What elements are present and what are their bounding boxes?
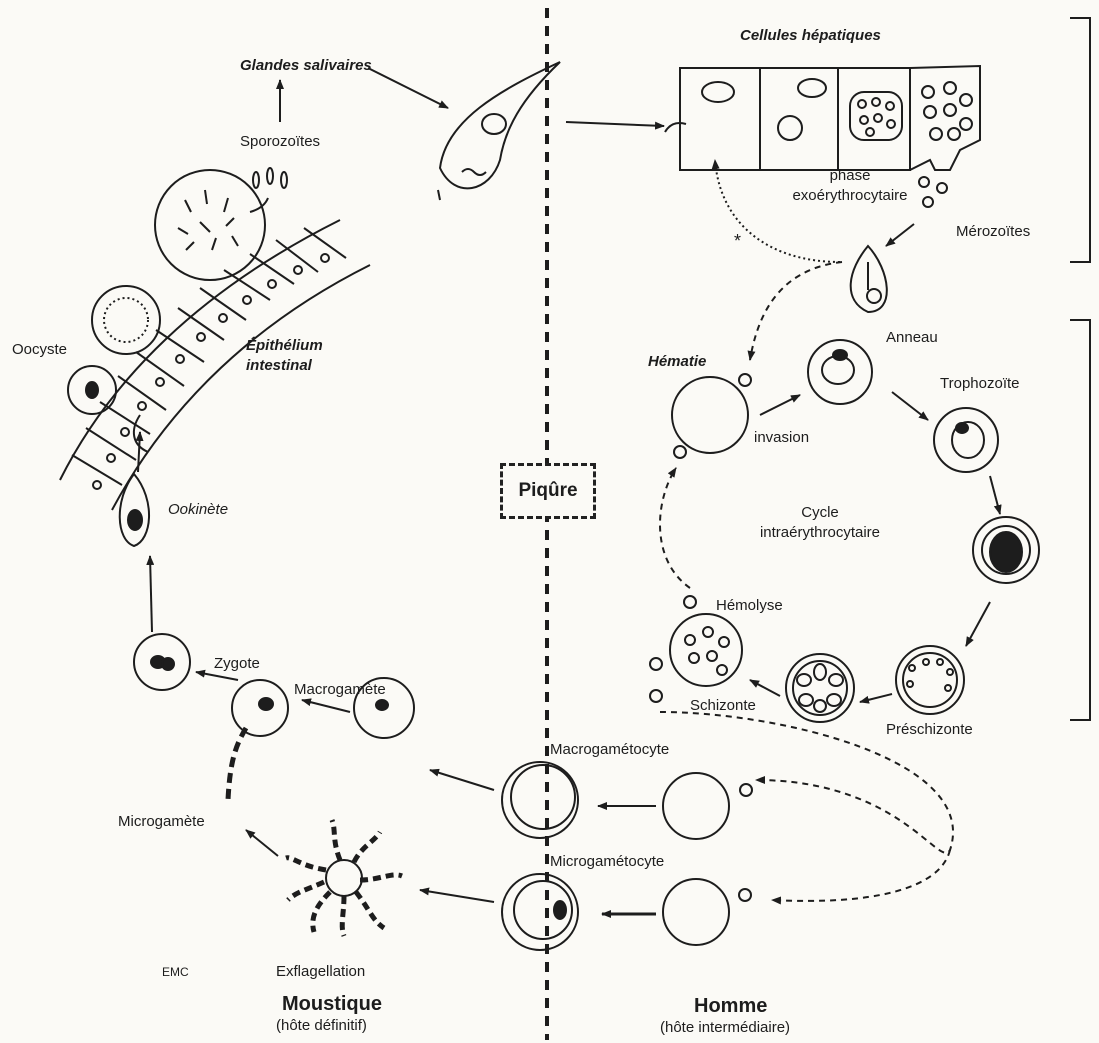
label-merozoites: Mérozoïtes	[956, 224, 1030, 239]
arrow-zygote-up	[150, 556, 152, 632]
label-glandes-salivaires: Glandes salivaires	[240, 58, 372, 73]
label-homme: Homme	[694, 996, 767, 1016]
exflagellation-cell	[286, 820, 402, 936]
label-moustique: Moustique	[282, 994, 382, 1014]
label-cellules-hepatiques: Cellules hépatiques	[740, 28, 881, 43]
arrow-sporozoite-to-liver	[566, 122, 664, 126]
sporozoite-sac	[155, 168, 287, 280]
label-asterisk: *	[734, 232, 741, 250]
label-epithelium: Épithélium	[246, 338, 323, 353]
blood-macrogametocyte	[502, 762, 578, 838]
label-emc: EMC	[162, 966, 189, 978]
label-intestinal: intestinal	[246, 358, 312, 373]
arrow-to-sporozoite	[368, 68, 448, 108]
arrow-to-merozoite	[886, 224, 914, 246]
label-piqure: Piqûre	[500, 463, 596, 519]
liver-cells	[665, 66, 980, 207]
zygote-cell	[134, 634, 190, 690]
arrow-macrogam-to-mosquito	[430, 770, 494, 790]
label-microgametocyte: Microgamétocyte	[550, 854, 664, 869]
arrow-to-macrogamete	[302, 700, 350, 712]
label-trophozoite: Trophozoïte	[940, 376, 1020, 391]
label-zygote: Zygote	[214, 656, 260, 671]
label-intraerythrocytaire: intraérythrocytaire	[730, 525, 910, 540]
sporozoite-cell	[438, 62, 560, 200]
arrow-ookinete-up	[138, 432, 140, 472]
arrow-macrogamete-to-zygote	[196, 672, 238, 680]
label-macrogamete: Macrogamète	[294, 682, 386, 697]
arrow-microgam-to-exfl	[420, 890, 494, 902]
label-exoerythrocytaire: exoérythrocytaire	[770, 188, 930, 203]
arrow-schiz-to-hemolysis	[750, 680, 780, 696]
label-moustique-sub: (hôte définitif)	[276, 1018, 367, 1033]
label-phase: phase	[790, 168, 910, 183]
label-homme-sub: (hôte intermédiaire)	[660, 1020, 790, 1035]
label-hemolyse: Hémolyse	[716, 598, 783, 613]
arrow-to-microgametocyte	[772, 850, 950, 901]
arrow-exfl-to-microgamete	[246, 830, 278, 856]
label-hematie: Hématie	[648, 354, 706, 369]
label-oocyste: Oocyste	[12, 342, 67, 357]
label-cycle: Cycle	[760, 505, 880, 520]
label-exflagellation: Exflagellation	[276, 964, 365, 979]
label-macrogametocyte: Macrogamétocyte	[550, 742, 669, 757]
merozoite-cell	[851, 246, 887, 312]
label-sporozoites: Sporozoïtes	[240, 134, 320, 149]
label-schizonte: Schizonte	[690, 698, 756, 713]
red-cell-macro	[663, 773, 729, 839]
label-microgamete: Microgamète	[118, 814, 205, 829]
label-ookinete: Ookinète	[168, 502, 228, 517]
red-cell-micro	[663, 879, 729, 945]
bracket-erythrocytic	[1070, 320, 1090, 720]
arrow-hematie-to-anneau	[760, 395, 800, 415]
macrogamete-cell	[228, 680, 288, 800]
ookinete-cell	[120, 474, 149, 546]
arrow-merozoite-to-hematie	[750, 262, 842, 360]
arrow-anneau-to-tropho	[892, 392, 928, 420]
arrow-preschiz-to-schiz	[860, 694, 892, 702]
arrow-tropho-to-circle4	[990, 476, 1000, 514]
bracket-hepatic	[1070, 18, 1090, 262]
label-preschizonte: Préschizonte	[886, 722, 973, 737]
blood-microgametocyte	[502, 874, 578, 950]
label-anneau: Anneau	[886, 330, 938, 345]
intestinal-epithelium	[60, 220, 370, 510]
arrow-circle4-to-preschiz	[966, 602, 990, 646]
label-invasion: invasion	[754, 430, 809, 445]
arrow-hemolysis-to-hematie	[660, 468, 690, 588]
